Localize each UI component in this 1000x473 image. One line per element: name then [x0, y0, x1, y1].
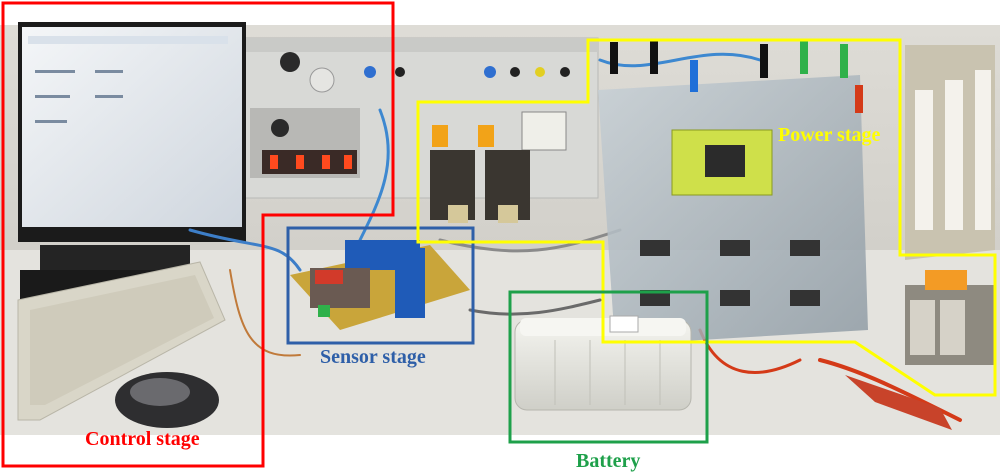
sensor-stage-label: Sensor stage	[320, 346, 426, 368]
transformers	[430, 125, 530, 223]
control-stage-label: Control stage	[85, 428, 200, 450]
monitor	[18, 22, 246, 300]
control-stage-region	[1, 1, 395, 468]
power-stage-region	[416, 38, 997, 397]
battery-label: Battery	[576, 450, 641, 472]
keyboard	[17, 261, 226, 421]
sensor-board	[290, 240, 470, 330]
mouse	[115, 372, 219, 428]
output-transformer	[905, 45, 995, 365]
power-enclosure	[598, 40, 868, 345]
instrument-rack	[237, 37, 599, 199]
clamp	[845, 375, 952, 430]
battery-region	[508, 290, 709, 444]
power-stage-label: Power stage	[778, 124, 881, 146]
sensor-stage-region	[286, 226, 475, 345]
